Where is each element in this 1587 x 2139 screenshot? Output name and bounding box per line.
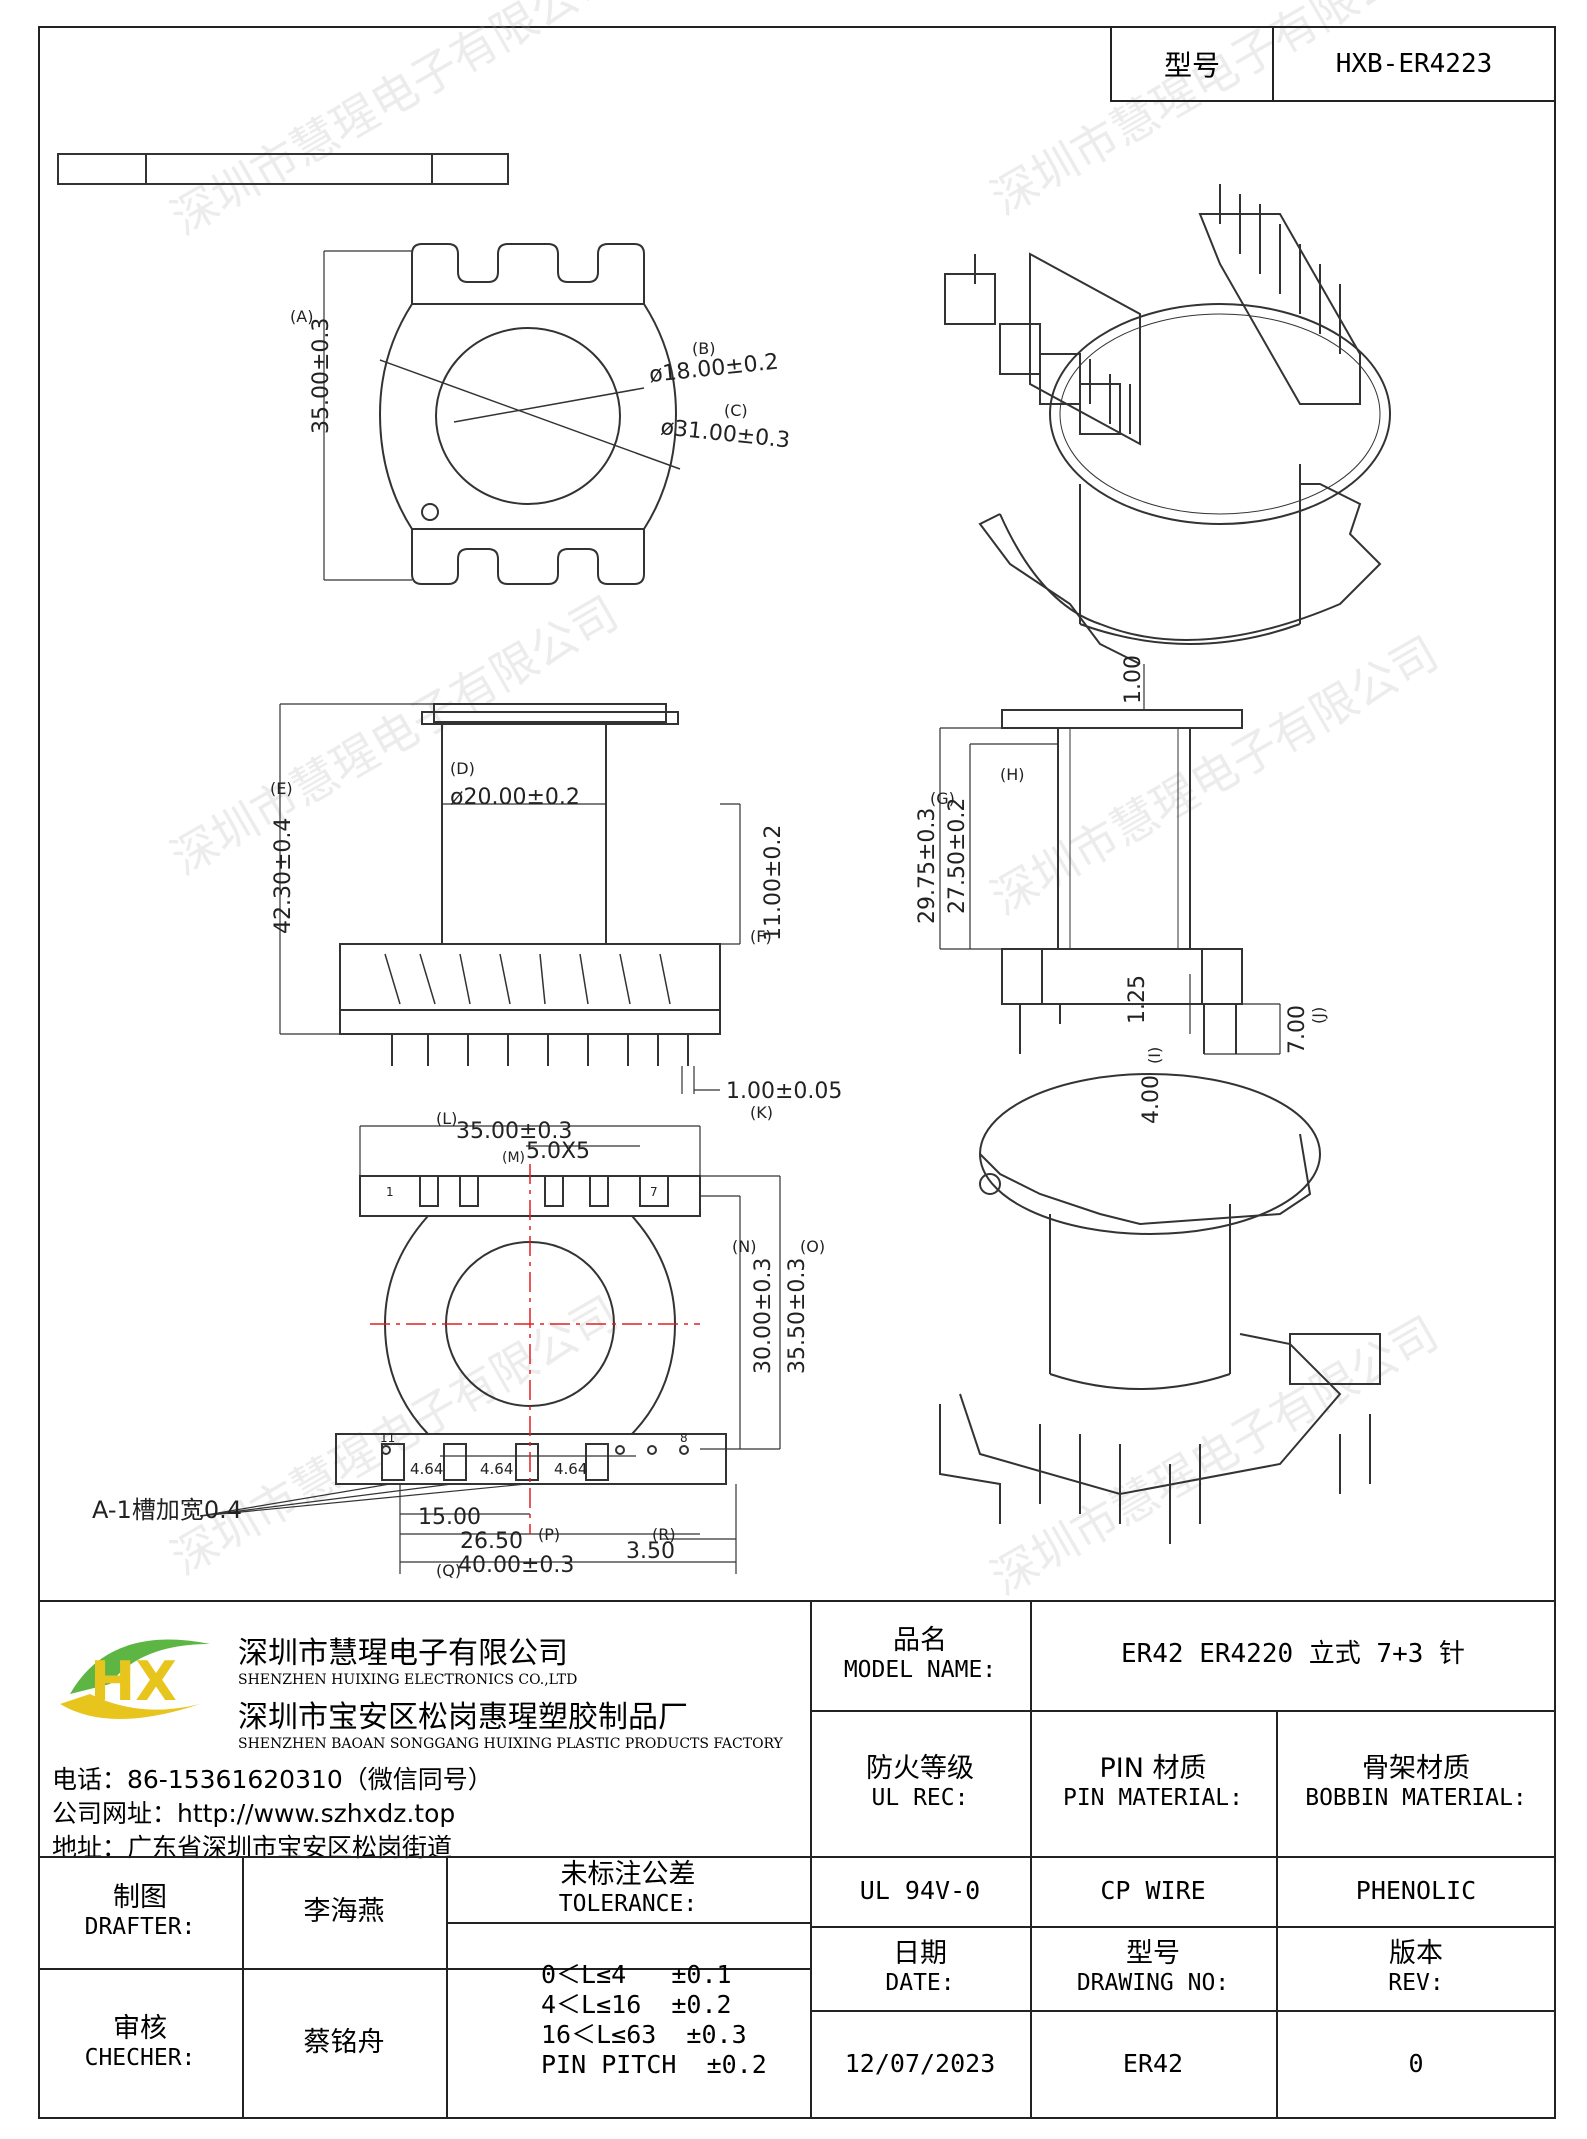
pin-label-7: 7 <box>650 1185 658 1199</box>
pin-material-value: CP WIRE <box>1100 1876 1206 1905</box>
fire-rating-label: 防火等级 UL REC: <box>866 1753 974 1812</box>
company-logo: HX <box>60 1639 210 1719</box>
date-value: 12/07/2023 <box>844 2049 996 2078</box>
dim-i-value: 4.00 <box>1139 1075 1164 1124</box>
dim-m-value: 5.0X5 <box>526 1139 590 1164</box>
revision-value: 0 <box>1408 2049 1424 2078</box>
drafter-label: 制图 DRAFTER: <box>84 1882 196 1941</box>
dim-n-value: 30.00±0.3 <box>751 1258 776 1374</box>
company-phone: 电话：86-15361620310（微信同号） <box>52 1765 493 1794</box>
dim-o-label: (O) <box>800 1237 825 1256</box>
model-value: HXB-ER4223 <box>1335 49 1493 79</box>
partial-table <box>57 153 509 185</box>
company-name-2-en: SHENZHEN BAOAN SONGGANG HUIXING PLASTIC … <box>238 1736 783 1752</box>
dim-pitch-2: 4.64 <box>480 1460 513 1478</box>
company-website[interactable]: 公司网址：http://www.szhxdz.top <box>52 1799 456 1828</box>
revision-label: 版本 REV: <box>1388 1938 1444 1997</box>
drafter-name: 李海燕 <box>303 1895 385 1927</box>
technical-drawing: (A) 35.00±0.3 (B) ø18.00±0.2 (C) ø31.00±… <box>57 153 1391 1580</box>
checker-name: 蔡铭舟 <box>303 2026 385 2058</box>
dim-a-label: (A) <box>290 307 313 326</box>
drawing-no-label: 型号 DRAWING NO: <box>1076 1938 1230 1997</box>
dim-g-label: (G) <box>930 789 955 808</box>
dim-n-label: (N) <box>732 1237 756 1256</box>
logo-text: HX <box>90 1650 177 1713</box>
checker-label: 审核 CHECHER: <box>84 2013 196 2072</box>
dim-a-value: 35.00±0.3 <box>309 318 334 434</box>
title-block: HX 深圳市慧瑆电子有限公司 SHENZHEN HUIXING ELECTRON… <box>38 1600 1556 2119</box>
model-header-box: 型号 HXB-ER4223 <box>1110 26 1556 102</box>
dim-e-value: 42.30±0.4 <box>271 818 296 934</box>
dim-r-value: 3.50 <box>626 1539 675 1564</box>
dim-q-label: (Q) <box>436 1561 461 1580</box>
dim-m-label: (M) <box>502 1150 525 1166</box>
dim-c-label: (C) <box>724 401 748 420</box>
dim-b-label: (B) <box>692 339 715 358</box>
drawing-no-value: ER42 <box>1122 2049 1184 2078</box>
pin-label-11: 11 <box>380 1431 395 1445</box>
dim-p-value: 26.50 <box>460 1529 523 1554</box>
isometric-view-bottom <box>939 1073 1381 1544</box>
pin-label-1: 1 <box>386 1185 394 1199</box>
bottom-view <box>199 1125 781 1574</box>
dim-r-label: (R) <box>652 1525 676 1544</box>
side-view <box>939 664 1281 1055</box>
dim-15-value: 15.00 <box>418 1505 481 1530</box>
drawing-area: (A) 35.00±0.3 (B) ø18.00±0.2 (C) ø31.00±… <box>40 104 1554 1599</box>
dim-pitch-3: 4.64 <box>554 1460 587 1478</box>
model-label: 型号 <box>1112 28 1274 100</box>
dim-f-label: (F) <box>750 927 772 946</box>
company-info: HX 深圳市慧瑆电子有限公司 SHENZHEN HUIXING ELECTRON… <box>38 1600 810 1872</box>
company-name-2: 深圳市宝安区松岗惠瑆塑胶制品厂 <box>238 1700 688 1735</box>
dim-o-value: 35.50±0.3 <box>785 1258 810 1374</box>
dim-i2-value: 1.25 <box>1125 975 1150 1024</box>
dim-j-label: (J) <box>1309 1007 1328 1024</box>
dim-g-value: 29.75±0.3 <box>915 808 940 924</box>
dim-k-label: (K) <box>750 1103 773 1122</box>
dim-c-value: ø31.00±0.3 <box>659 415 791 453</box>
dim-k-value: 1.00±0.05 <box>726 1079 842 1104</box>
dim-e-label: (E) <box>270 779 293 798</box>
tolerance-table: 0＜L≤4 ±0.1 4＜L≤16 ±0.2 16＜L≤63 ±0.3 PIN … <box>541 1960 767 2079</box>
front-view <box>279 703 741 1094</box>
isometric-view-top <box>944 184 1391 665</box>
dim-p-label: (P) <box>538 1525 560 1544</box>
dim-l-value: 35.00±0.3 <box>456 1119 572 1144</box>
centerlines <box>370 1164 700 1534</box>
dim-d-value: ø20.00±0.2 <box>450 785 580 810</box>
bobbin-material-value: PHENOLIC <box>1355 1876 1477 1905</box>
product-label: 品名 MODEL NAME: <box>843 1625 997 1684</box>
top-view <box>323 243 681 585</box>
dim-i-label: (I) <box>1145 1047 1164 1064</box>
dim-f-value: 11.00±0.2 <box>761 825 786 941</box>
product-value: ER42 ER4220 立式 7+3 针 <box>1120 1639 1466 1670</box>
dim-d-label: (D) <box>450 759 475 778</box>
dim-h-value: 27.50±0.2 <box>945 798 970 914</box>
ul-rating-value: UL 94V-0 <box>859 1876 981 1905</box>
dim-pitch-1: 4.64 <box>410 1460 443 1478</box>
dim-j-value: 7.00 <box>1285 1005 1310 1054</box>
dim-h-label: (H) <box>1000 765 1025 784</box>
dim-top-value: 1.00 <box>1121 655 1146 704</box>
company-name-1-en: SHENZHEN HUIXING ELECTRONICS CO.,LTD <box>238 1672 578 1688</box>
pin-label-8: 8 <box>680 1431 688 1445</box>
bobbin-material-label: 骨架材质 BOBBIN MATERIAL: <box>1305 1753 1527 1812</box>
slot-note: A-1槽加宽0.4 <box>92 1496 242 1524</box>
pin-material-label: PIN 材质 PIN MATERIAL: <box>1062 1753 1243 1812</box>
dim-q-value: 40.00±0.3 <box>458 1553 574 1578</box>
dim-l-label: (L) <box>436 1109 457 1128</box>
tolerance-label: 未标注公差 TOLERANCE: <box>558 1859 698 1918</box>
company-name-1: 深圳市慧瑆电子有限公司 <box>238 1636 568 1671</box>
date-label: 日期 DATE: <box>885 1938 955 1997</box>
